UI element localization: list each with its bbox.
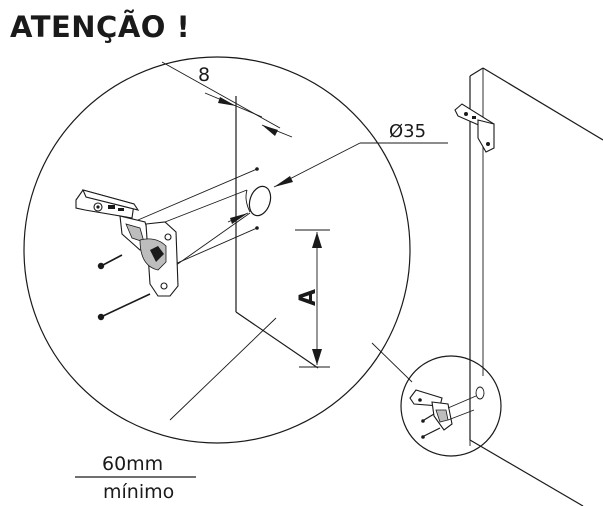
dimension-edge-distance xyxy=(161,61,293,138)
min-distance-value: 60mm xyxy=(102,453,163,475)
small-detail-circle xyxy=(400,355,502,457)
dimension-height-a xyxy=(295,229,330,368)
detail-leader-line xyxy=(371,342,413,383)
small-hinge-icon xyxy=(409,386,485,431)
cup-diameter-label: Ø35 xyxy=(389,121,426,142)
min-distance-unit: mínimo xyxy=(103,481,174,503)
screw-icon xyxy=(97,254,151,321)
hinge-icon xyxy=(75,189,179,297)
detail-magnifier-circle xyxy=(23,56,411,444)
edge-distance-label: 8 xyxy=(198,64,210,86)
small-screw-icon xyxy=(421,413,441,439)
min-distance-leader xyxy=(169,317,277,421)
height-a-label: A xyxy=(296,289,321,306)
door-panel-detail xyxy=(235,96,319,369)
cup-hole xyxy=(245,185,272,217)
mounted-hinge-icon xyxy=(454,103,495,153)
warning-title: ATENÇÃO ! xyxy=(10,10,191,44)
dimension-cup-diameter xyxy=(227,142,448,224)
